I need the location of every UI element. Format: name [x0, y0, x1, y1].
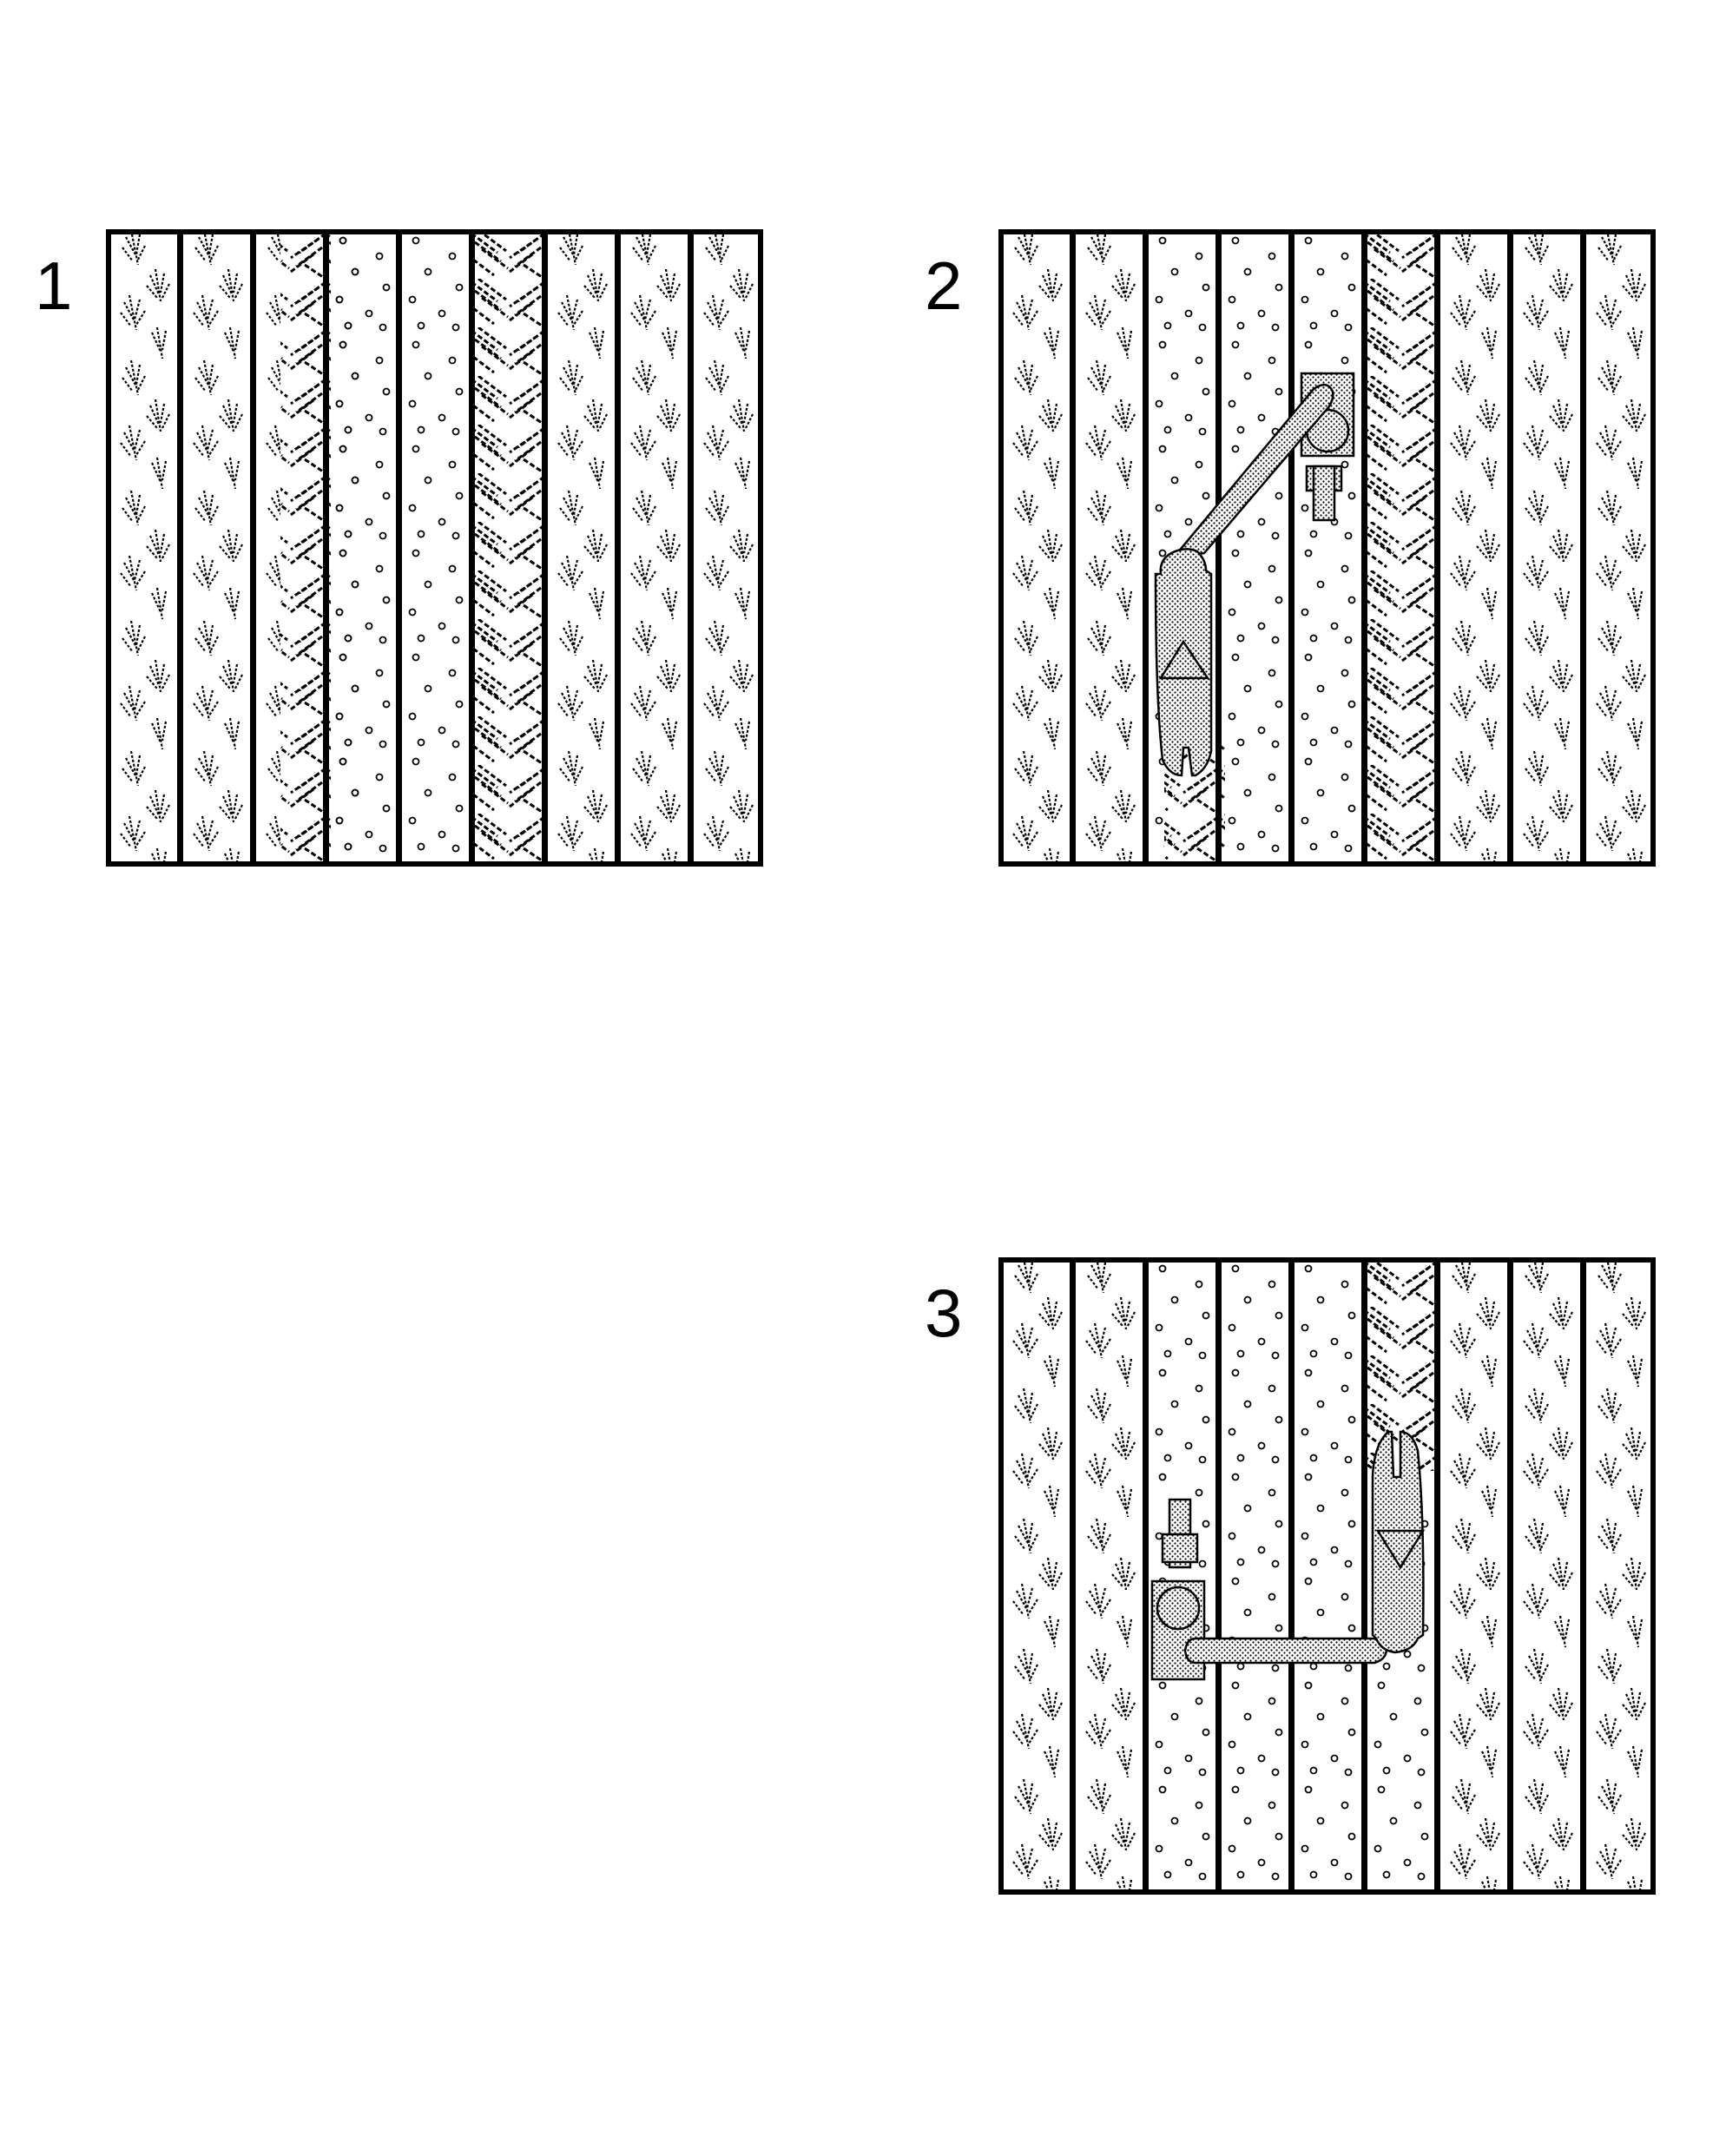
stubble-strip: [1291, 230, 1364, 866]
cart-wheel-icon: [1156, 1586, 1201, 1631]
panel-label-2: 2: [925, 247, 963, 324]
combine-harvester: [1371, 1430, 1426, 1654]
crop-strip: [617, 230, 690, 866]
crop-strip: [180, 230, 253, 866]
unloading-auger: [1169, 384, 1334, 560]
crop-strip: [107, 230, 180, 866]
windrow: [473, 230, 543, 866]
stubble-strip: [1218, 1258, 1291, 1894]
direction-down-arrow-icon: [1375, 1529, 1426, 1570]
panel-label-1: 1: [35, 247, 73, 324]
field-panel-3: [995, 1249, 1663, 1905]
direction-up-arrow-icon: [1158, 639, 1210, 680]
stubble-strip: [1291, 1258, 1364, 1894]
panel-label-3: 3: [925, 1275, 963, 1351]
unloading-auger: [1183, 1637, 1388, 1665]
combine-harvester: [1154, 548, 1213, 777]
crop-strip: [544, 230, 617, 866]
grain-cart: [1150, 1498, 1206, 1681]
crop-strip: [690, 230, 763, 866]
stubble-strip: [1218, 230, 1291, 866]
field-panel-1: [102, 221, 771, 877]
windrow: [280, 230, 331, 866]
windrow: [1366, 230, 1435, 866]
field-panel-2: [995, 221, 1663, 877]
stubble-strip: [399, 230, 471, 866]
tractor-body: [1312, 465, 1336, 522]
stubble-strip: [1145, 1258, 1218, 1894]
